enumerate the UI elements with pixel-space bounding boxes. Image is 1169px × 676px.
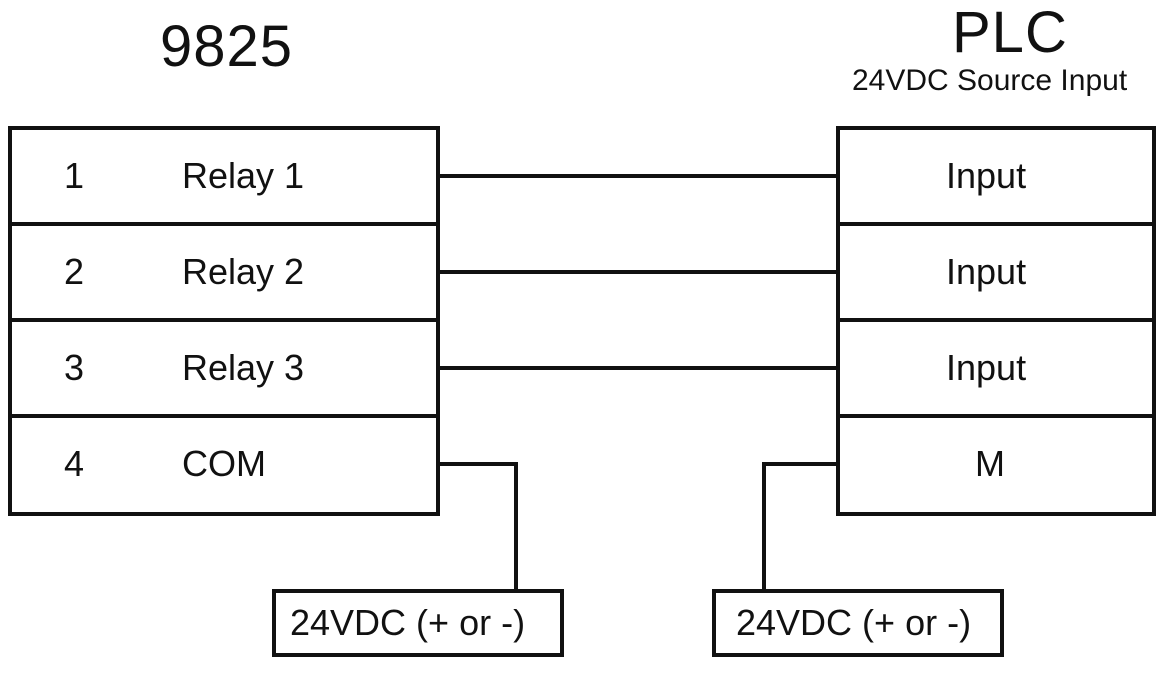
- supply-boxes: [272, 589, 1004, 657]
- right-row-2-label: Input: [946, 251, 1027, 292]
- left-row-1-label: Relay 1: [182, 155, 305, 196]
- left-supply-label: 24VDC (+ or -): [290, 602, 526, 643]
- right-row-4-label: M: [975, 443, 1005, 484]
- right-supply-label: 24VDC (+ or -): [736, 602, 972, 643]
- right-supply-box: [712, 589, 1004, 657]
- left-row-1-pin: 1: [64, 155, 85, 196]
- left-row-3-label: Relay 3: [182, 347, 305, 388]
- wires: [438, 174, 838, 591]
- right-device-subtitle: 24VDC Source Input: [852, 64, 1128, 97]
- right-device-title: PLC: [952, 0, 1068, 65]
- right-terminal-block: [836, 126, 1156, 516]
- left-terminal-block: [8, 126, 440, 516]
- wire-com-to-supply: [438, 462, 518, 591]
- left-row-2-label: Relay 2: [182, 251, 305, 292]
- left-row-4-pin: 4: [64, 443, 85, 484]
- left-supply-box: [272, 589, 564, 657]
- left-row-4-label: COM: [182, 443, 266, 484]
- left-device-title: 9825: [160, 14, 294, 79]
- right-row-1-label: Input: [946, 155, 1027, 196]
- left-row-2-pin: 2: [64, 251, 85, 292]
- right-row-3-label: Input: [946, 347, 1027, 388]
- left-row-3-pin: 3: [64, 347, 85, 388]
- wire-m-to-supply: [762, 462, 838, 591]
